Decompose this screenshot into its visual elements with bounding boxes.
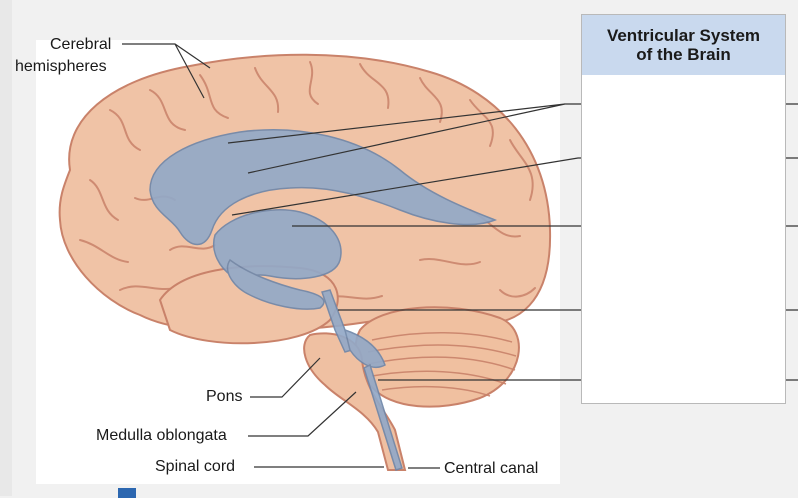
label-hemispheres: hemispheres — [15, 58, 107, 75]
answer-box-title-line2: of the Brain — [636, 45, 731, 64]
leader-pons — [250, 357, 321, 398]
ventricular-system — [149, 129, 498, 471]
caption-square-icon — [118, 488, 136, 498]
answer-box-header: Ventricular System of the Brain — [582, 15, 785, 75]
label-spinal-cord: Spinal cord — [155, 458, 236, 475]
cerebellum-folia — [367, 332, 517, 397]
label-cerebral: Cerebral — [50, 36, 112, 53]
temporal-lobe — [158, 265, 339, 345]
leader-medulla — [248, 391, 357, 437]
central-canal-path — [363, 363, 403, 471]
answer-box-title-line1: Ventricular System — [606, 26, 761, 45]
fourth-ventricle — [343, 328, 386, 369]
temporal-horn — [226, 258, 325, 310]
label-medulla-oblongata: Medulla oblongata — [96, 427, 227, 444]
label-pons: Pons — [206, 388, 243, 405]
lateral-ventricle — [149, 129, 498, 246]
label-central-canal: Central canal — [444, 460, 539, 477]
answer-box: Ventricular System of the Brain — [581, 14, 786, 404]
leader-cerebral — [122, 43, 211, 99]
leader-lines — [122, 43, 798, 469]
left-border — [0, 0, 12, 496]
